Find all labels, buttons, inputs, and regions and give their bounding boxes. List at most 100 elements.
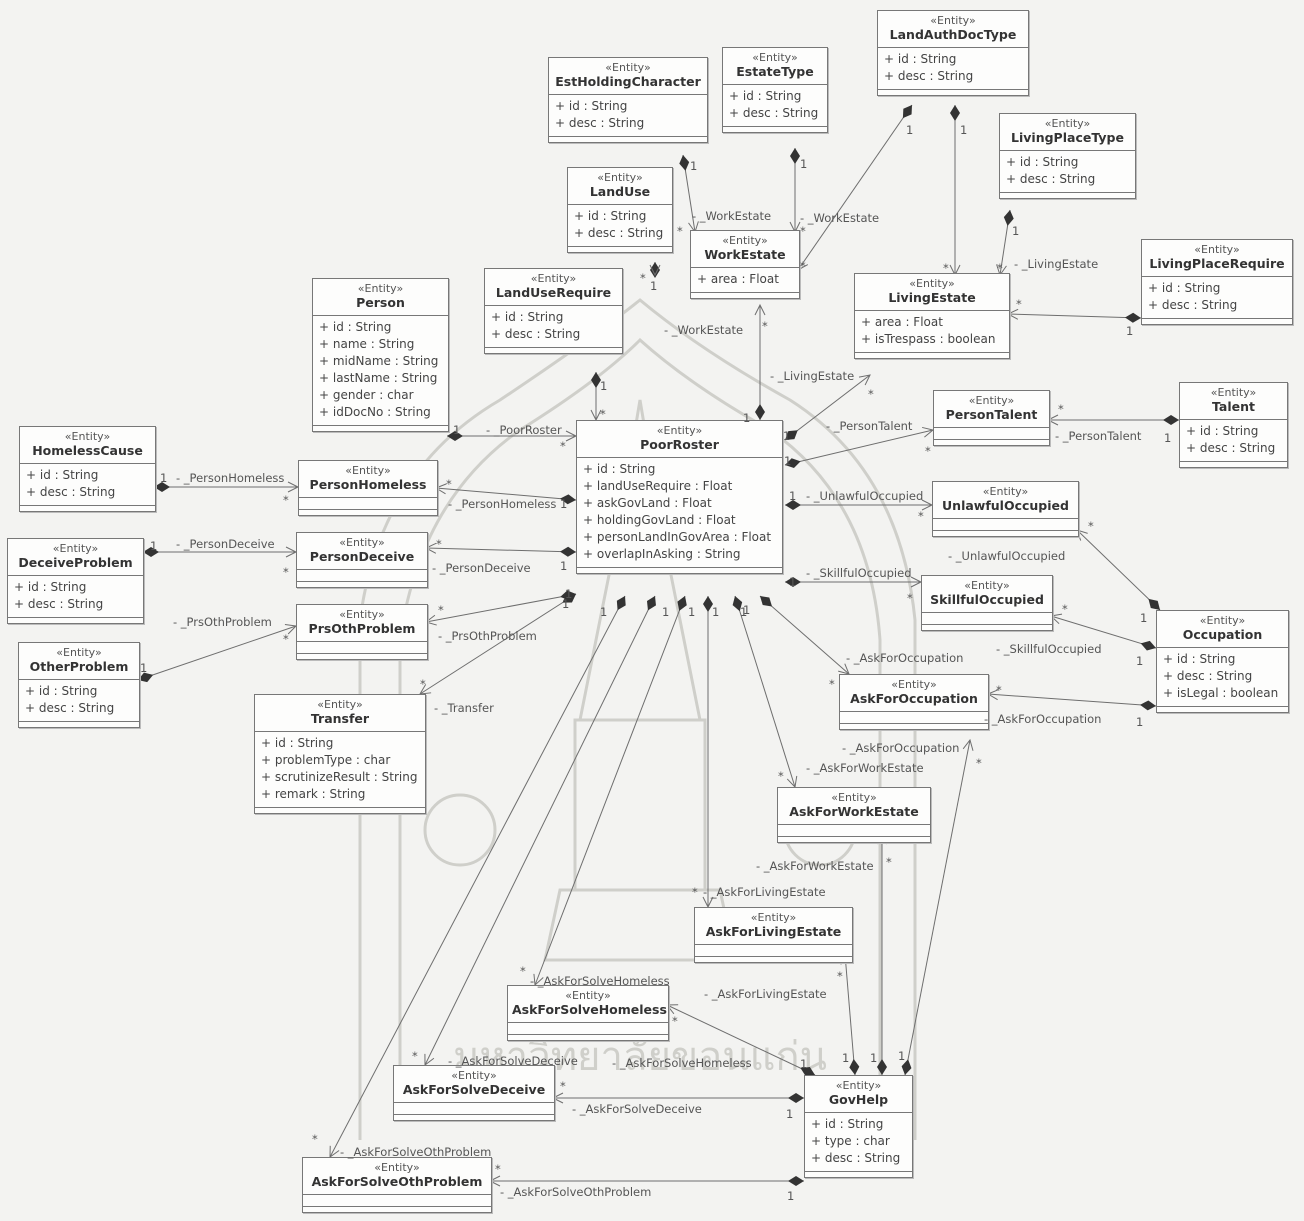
class-attribute: + lastName : String	[319, 371, 438, 385]
operation-compartment	[20, 506, 155, 511]
class-living-place-require: «Entity»LivingPlaceRequire + id : String +…	[1141, 239, 1293, 325]
class-attribute: + id : String	[1186, 424, 1259, 438]
class-name: EstHoldingCharacter	[555, 74, 701, 89]
stereotype-label: «Entity»	[1044, 117, 1091, 130]
association-role-label: - _WorkEstate	[664, 323, 744, 337]
multiplicity-label: 1	[600, 605, 608, 619]
association-role-label: - _LivingEstate	[770, 369, 855, 383]
multiplicity-label: 1	[743, 603, 751, 617]
class-prs-oth-problem: «Entity»PrsOthProblem	[296, 604, 428, 660]
class-header: «Entity»PoorRoster	[577, 421, 782, 458]
class-attribute: + id : String	[25, 684, 98, 698]
stereotype-label: «Entity»	[964, 579, 1010, 592]
class-header: «Entity»GovHelp	[805, 1076, 912, 1113]
multiplicity-label: *	[520, 964, 526, 978]
class-attribute: + id : String	[555, 99, 628, 113]
association-poor-living-estate	[784, 374, 871, 441]
class-header: «Entity»AskForOccupation	[840, 675, 988, 712]
stereotype-label: «Entity»	[597, 171, 643, 184]
class-header: «Entity»PrsOthProblem	[297, 605, 427, 642]
stereotype-label: «Entity»	[891, 678, 937, 691]
stereotype-label: «Entity»	[530, 272, 577, 285]
association-role-label: - _AskForOccupation	[984, 712, 1102, 726]
composition-diamond	[677, 596, 687, 611]
multiplicity-label: 1	[150, 539, 158, 553]
class-name: LandUseRequire	[495, 285, 612, 300]
operation-compartment	[313, 426, 448, 431]
class-name: PersonDeceive	[309, 549, 415, 564]
operation-compartment	[695, 957, 852, 962]
association-role-label: - _PoorRoster	[486, 423, 562, 437]
class-name: PrsOthProblem	[308, 621, 416, 636]
attribute-compartment	[922, 613, 1052, 625]
class-attribute: + id : String	[1148, 281, 1221, 295]
attribute-compartment: + id : String+ desc : String	[549, 95, 707, 137]
class-attribute: + name : String	[319, 337, 415, 351]
class-attribute: + id : String	[884, 52, 957, 66]
class-header: «Entity»SkillfulOccupied	[922, 576, 1052, 613]
stereotype-label: «Entity»	[52, 542, 99, 555]
class-attribute: + desc : String	[14, 597, 104, 611]
navigability-arrow	[858, 374, 871, 386]
class-name: DeceiveProblem	[18, 555, 133, 570]
class-attribute: + area : Float	[697, 272, 779, 286]
class-header: «Entity»LandUseRequire	[485, 269, 622, 306]
stereotype-label: «Entity»	[656, 424, 703, 437]
association-role-label: - _PrsOthProblem	[173, 615, 272, 629]
class-header: «Entity»PersonTalent	[934, 391, 1049, 428]
multiplicity-label: *	[283, 493, 289, 507]
stereotype-label: «Entity»	[339, 608, 385, 621]
attribute-compartment	[297, 642, 427, 654]
class-attribute: + landUseRequire : Float	[583, 479, 733, 493]
association-talent-person-talent	[1046, 414, 1179, 426]
class-header: «Entity»AskForSolveDeceive	[394, 1066, 554, 1103]
composition-diamond	[732, 596, 743, 612]
operation-compartment	[934, 440, 1049, 445]
association-role-label: - _UnlawfulOccupied	[806, 489, 924, 503]
attribute-compartment: + id : String+ desc : String	[878, 48, 1028, 90]
multiplicity-label: *	[996, 683, 1002, 697]
association-role-label: - _AskForWorkEstate	[806, 761, 924, 775]
class-est-holding-character: «Entity»EstHoldingCharacter+ id : String…	[548, 57, 708, 143]
class-attribute: + id : String	[583, 462, 656, 476]
class-attribute: + id : String	[811, 1117, 884, 1131]
composition-diamond	[950, 105, 960, 121]
class-ask-for-solve-deceive: «Entity»AskForSolveDeceive	[393, 1065, 555, 1121]
class-name: Occupation	[1182, 627, 1263, 642]
composition-diamond	[560, 546, 576, 557]
class-attribute: + desc : String	[1148, 298, 1238, 312]
association-role-label: - _PersonDeceive	[432, 561, 531, 575]
association-role-label: - _AskForWorkEstate	[756, 859, 874, 873]
association-role-label: - _WorkEstate	[800, 211, 880, 225]
composition-diamond	[790, 148, 800, 164]
stereotype-label: «Entity»	[64, 430, 111, 443]
association-role-label: - _PersonHomeless	[176, 471, 285, 485]
multiplicity-label: 1	[800, 1057, 808, 1071]
attribute-compartment: + id : String+ desc : String	[568, 205, 672, 247]
multiplicity-label: 1	[565, 587, 573, 601]
multiplicity-label: 1	[784, 454, 792, 468]
class-attribute: + desc : String	[1186, 441, 1276, 455]
class-header: «Entity»LivingPlaceRequire	[1142, 240, 1292, 277]
multiplicity-label: *	[943, 261, 949, 275]
stereotype-label: «Entity»	[374, 1161, 420, 1174]
multiplicity-label: *	[560, 439, 566, 453]
class-name: AskForOccupation	[850, 691, 978, 706]
class-header: «Entity»AskForSolveHomeless	[508, 986, 668, 1023]
multiplicity-label: 1	[842, 1051, 850, 1065]
class-talent: «Entity»Talent+ id : String+ desc : Stri…	[1179, 382, 1288, 468]
class-header: «Entity»Occupation	[1157, 611, 1288, 648]
multiplicity-label: *	[925, 444, 931, 458]
multiplicity-label: 1	[783, 429, 791, 443]
multiplicity-label: *	[868, 387, 874, 401]
class-header: «Entity»UnlawfulOccupied	[933, 482, 1078, 519]
composition-diamond	[785, 458, 801, 469]
attribute-compartment: + area : Float	[691, 268, 799, 293]
class-attribute: + type : char	[811, 1134, 890, 1148]
composition-diamond	[800, 1067, 815, 1077]
class-unlawful-occupied: «Entity»UnlawfulOccupied	[932, 481, 1079, 537]
association-role-label: - _UnlawfulOccupied	[948, 549, 1066, 563]
stereotype-label: «Entity»	[339, 536, 385, 549]
class-attribute: + id : String	[14, 580, 87, 594]
